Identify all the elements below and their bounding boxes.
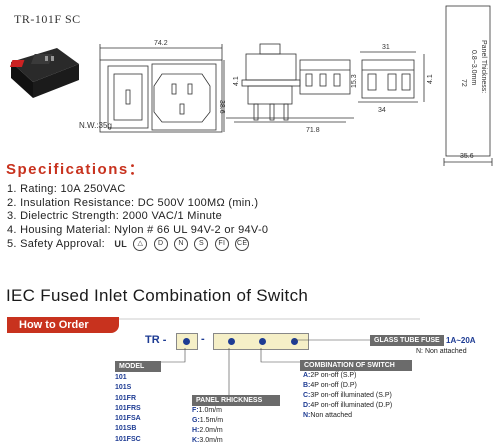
model-option: 101S <box>115 384 132 392</box>
combination-option: N:Non attached <box>303 412 353 419</box>
code-box-model <box>176 333 198 350</box>
model-option: 101 <box>115 374 127 381</box>
product-photo <box>9 48 79 98</box>
panel-option: F:1.0m/m <box>192 407 222 414</box>
panel-cutout-drawing: Panel Thickness: 0.8~3.0mm 72 35.6 <box>443 5 493 166</box>
combination-option: A:2P on-off (S.P) <box>303 372 357 379</box>
model-title: TR-101F SC <box>14 12 81 26</box>
spec-item-insulation: 2. Insulation Resistance: DC 500V 100MΩ … <box>7 196 259 209</box>
panel-dot-icon <box>228 338 235 345</box>
specifications-title: Specifications： <box>6 161 146 178</box>
front-view-drawing: 74.2 38.6 <box>99 40 225 133</box>
fuse-dot-icon <box>291 338 298 345</box>
order-divider <box>119 318 420 320</box>
safety-approval-label: 5. Safety Approval: <box>7 238 106 251</box>
order-code-prefix: TR - <box>145 334 167 346</box>
model-option: 101FR <box>115 394 137 402</box>
combination-list: A:2P on-off (S.P) B:4P on-off (D.P) C:3P… <box>303 371 392 421</box>
combination-option: B:4P on-off (D.P) <box>303 382 357 389</box>
panel-option: H:2.0m/m <box>192 427 223 434</box>
combo-dot-icon <box>259 338 266 345</box>
dim-side-b: 4.1 <box>427 74 434 84</box>
dim-panel-width: 35.6 <box>460 153 474 160</box>
spec-list: 1. Rating: 10A 250VAC 2. Insulation Resi… <box>7 183 268 252</box>
model-option: 101SB <box>115 425 137 433</box>
how-to-order-badge: How to Order <box>7 317 119 333</box>
panel-thickness-list: F:1.0m/m G:1.5m/m H:2.0m/m K:3.0m/m <box>192 406 223 446</box>
panel-option: K:3.0m/m <box>192 437 223 444</box>
model-option: 101FSA <box>115 415 141 423</box>
fi-cert-icon: FI <box>214 237 229 252</box>
dim-depth: 71.8 <box>306 127 320 134</box>
dim-width: 74.2 <box>154 40 168 47</box>
combination-header: COMBINATION OF SWITCH <box>300 360 412 371</box>
model-list: 101 101S 101FR 101FRS 101FSA 101SB 101FS… <box>115 373 141 445</box>
panel-thickness-header: PANEL RHICKNESS <box>192 395 280 406</box>
ce-cert-icon: CE <box>235 237 250 252</box>
n-cert-icon: N <box>174 237 189 252</box>
ul-cert-icon: UL <box>114 239 128 250</box>
dim-right: 72 <box>460 79 467 87</box>
iec-section-title: IEC Fused Inlet Combination of Switch <box>6 286 309 305</box>
spec-item-housing: 4. Housing Material: Nylon # 66 UL 94V-2… <box>7 223 269 236</box>
s-cert-icon: S <box>194 237 209 252</box>
fuse-header: GLASS TUBE FUSE <box>370 335 444 346</box>
model-option: 101FRS <box>115 404 141 412</box>
model-dot-icon <box>183 338 190 345</box>
combination-option: C:3P on-off illuminated (S.P) <box>303 392 392 399</box>
dim-height: 38.6 <box>218 100 225 114</box>
model-header: MODEL <box>115 361 161 372</box>
triangle-cert-icon: △ <box>133 237 148 252</box>
spec-item-rating: 1. Rating: 10A 250VAC <box>7 183 126 195</box>
dim-top: 31 <box>382 44 390 51</box>
dim-mid: 15.3 <box>351 74 358 88</box>
panel-option: G:1.5m/m <box>192 417 224 424</box>
panel-thickness-range: 0.8~3.0mm <box>470 50 477 85</box>
panel-thickness-label: Panel Thickness: <box>480 40 487 93</box>
code-box-options <box>213 333 309 350</box>
spec-item-safety: 5. Safety Approval: UL △ D N S FI CE <box>7 237 268 252</box>
combination-option: D:4P on-off illuminated (D.P) <box>303 402 393 409</box>
fuse-none: N: Non attached <box>416 348 467 355</box>
model-option: 101FSC <box>115 435 141 443</box>
spec-item-dielectric: 3. Dielectric Strength: 2000 VAC/1 Minut… <box>7 210 223 223</box>
d-cert-icon: D <box>153 237 168 252</box>
dim-side-a: 4.1 <box>233 76 240 86</box>
code-dash: - <box>201 333 205 345</box>
top-view-drawing: 31 15.3 34 4.1 <box>299 44 434 114</box>
fuse-range: 1A~20A <box>446 336 476 345</box>
dim-bottom: 34 <box>378 107 386 114</box>
net-weight: N.W.:35g <box>79 121 112 130</box>
side-view-drawing: 4.1 71.8 <box>226 43 354 134</box>
